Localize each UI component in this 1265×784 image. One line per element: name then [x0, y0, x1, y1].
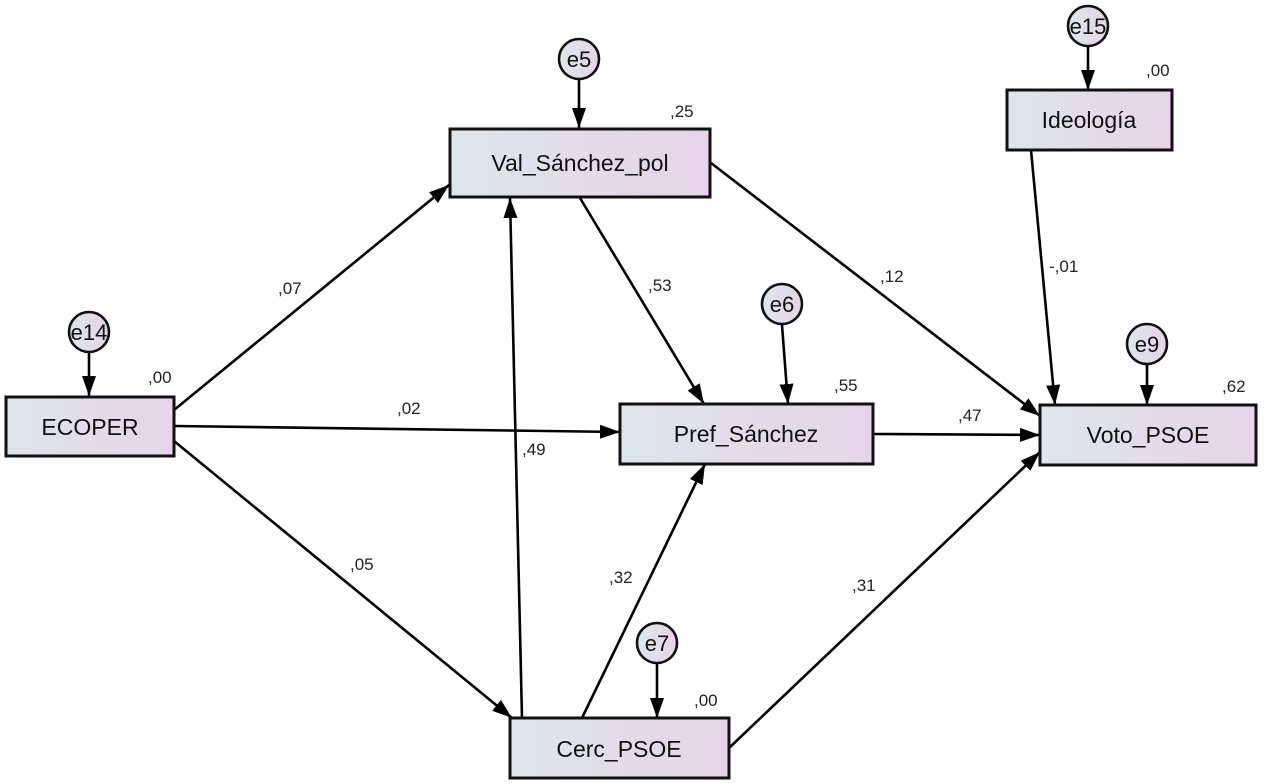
error-e14[interactable]: e14 [67, 310, 111, 354]
node-ecoper[interactable]: ECOPER ,00 [4, 368, 176, 458]
node-box [1005, 88, 1174, 152]
error-label: e7 [645, 631, 669, 656]
path-ideo-voto [1029, 149, 1061, 406]
path-e6-pref [779, 324, 794, 405]
coef-cerc-val: ,49 [522, 440, 546, 459]
error-e6[interactable]: e6 [760, 282, 804, 326]
error-circle [67, 310, 111, 354]
node-label: Cerc_PSOE [556, 736, 681, 762]
path-ecoper-cerc [173, 439, 513, 720]
path-val-pref [578, 197, 706, 405]
coef-cerc-pref: ,32 [609, 568, 633, 587]
node-box [4, 395, 176, 458]
error-circle [557, 37, 601, 81]
coefficients-layer: ,07 ,02 ,05 ,49 ,53 ,32 ,12 ,47 ,31 -,01 [278, 257, 1078, 595]
node-label: Ideología [1042, 107, 1137, 133]
node-ideologia[interactable]: Ideología ,00 [1005, 61, 1174, 152]
path-val-voto [710, 161, 1041, 418]
r2-label: ,00 [1146, 61, 1170, 80]
error-label: e14 [71, 320, 108, 345]
coef-cerc-voto: ,31 [852, 576, 876, 595]
node-pref-sanchez[interactable]: Pref_Sánchez ,55 [618, 376, 875, 466]
node-label: Pref_Sánchez [674, 421, 818, 447]
node-box [508, 716, 731, 780]
coef-ecoper-pref: ,02 [397, 399, 421, 418]
coef-pref-voto: ,47 [958, 406, 982, 425]
error-e15[interactable]: e15 [1066, 4, 1110, 48]
error-e7[interactable]: e7 [635, 621, 679, 665]
error-label: e15 [1070, 14, 1107, 39]
r2-label: ,55 [834, 376, 858, 395]
node-val-sanchez-pol[interactable]: Val_Sánchez_pol ,25 [448, 102, 712, 199]
coef-ecoper-val: ,07 [278, 279, 302, 298]
r2-label: ,00 [148, 368, 172, 387]
error-label: e9 [1135, 332, 1159, 357]
error-circle [1066, 4, 1110, 48]
node-box [1038, 403, 1258, 467]
path-cerc-val [503, 197, 524, 719]
paths-layer [82, 47, 1154, 749]
r2-label: ,25 [670, 102, 694, 121]
r2-label: ,00 [694, 691, 718, 710]
coef-ideo-voto: -,01 [1049, 257, 1078, 276]
path-cerc-voto [728, 451, 1041, 749]
path-ecoper-pref [173, 424, 621, 439]
coef-ecoper-cerc: ,05 [350, 555, 374, 574]
error-circle [760, 282, 804, 326]
error-e5[interactable]: e5 [557, 37, 601, 81]
node-voto-psoe[interactable]: Voto_PSOE ,62 [1038, 377, 1258, 467]
node-label: Voto_PSOE [1087, 422, 1210, 448]
coef-val-pref: ,53 [648, 276, 672, 295]
node-box [618, 402, 875, 466]
path-pref-voto [872, 427, 1041, 442]
error-label: e5 [567, 47, 591, 72]
path-ecoper-val [173, 183, 450, 412]
node-label: ECOPER [41, 414, 138, 440]
error-e9[interactable]: e9 [1125, 322, 1169, 366]
node-label: Val_Sánchez_pol [491, 150, 668, 176]
r2-label: ,62 [1222, 377, 1246, 396]
error-circle [1125, 322, 1169, 366]
error-label: e6 [770, 292, 794, 317]
path-cerc-pref [580, 463, 707, 719]
coef-val-voto: ,12 [880, 267, 904, 286]
node-box [448, 127, 712, 199]
error-circle [635, 621, 679, 665]
node-cerc-psoe[interactable]: Cerc_PSOE ,00 [508, 691, 731, 780]
